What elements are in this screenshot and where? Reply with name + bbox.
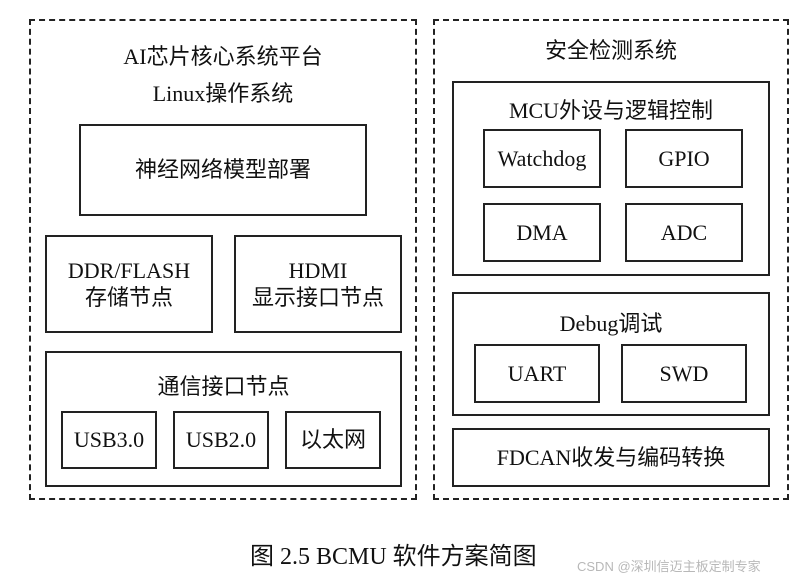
comm-item-ethernet: 以太网 <box>285 411 381 469</box>
mcu-item-adc: ADC <box>625 203 743 262</box>
mcu-item-gpio: GPIO <box>625 129 743 188</box>
storage-node-box: DDR/FLASH 存储节点 <box>45 235 213 333</box>
linux-os-subtitle: Linux操作系统 <box>152 81 294 107</box>
comm-item-usb20: USB2.0 <box>173 411 269 469</box>
comm-node-title: 通信接口节点 <box>157 374 290 399</box>
debug-group-title: Debug调试 <box>559 311 663 336</box>
debug-item-swd: SWD <box>621 344 747 403</box>
csdn-watermark: CSDN @深圳信迈主板定制专家 <box>577 559 761 574</box>
ai-core-platform-panel <box>29 19 417 500</box>
safety-detection-panel <box>433 19 789 500</box>
figure-caption: 图 2.5 BCMU 软件方案简图 <box>250 544 537 570</box>
storage-node-line1: DDR/FLASH <box>67 257 191 283</box>
nn-model-deploy-box: 神经网络模型部署 <box>79 124 367 216</box>
storage-node-line2: 存储节点 <box>84 285 173 310</box>
display-node-box: HDMI 显示接口节点 <box>234 235 402 333</box>
fdcan-box: FDCAN收发与编码转换 <box>452 428 770 487</box>
safety-detection-title: 安全检测系统 <box>544 38 677 64</box>
mcu-group-title: MCU外设与逻辑控制 <box>508 98 714 123</box>
mcu-item-dma: DMA <box>483 203 601 262</box>
comm-item-usb30: USB3.0 <box>61 411 157 469</box>
debug-item-uart: UART <box>474 344 600 403</box>
display-node-line2: 显示接口节点 <box>251 285 384 310</box>
ai-core-platform-title: AI芯片核心系统平台 <box>123 44 323 70</box>
display-node-line1: HDMI <box>288 257 348 283</box>
mcu-item-watchdog: Watchdog <box>483 129 601 188</box>
